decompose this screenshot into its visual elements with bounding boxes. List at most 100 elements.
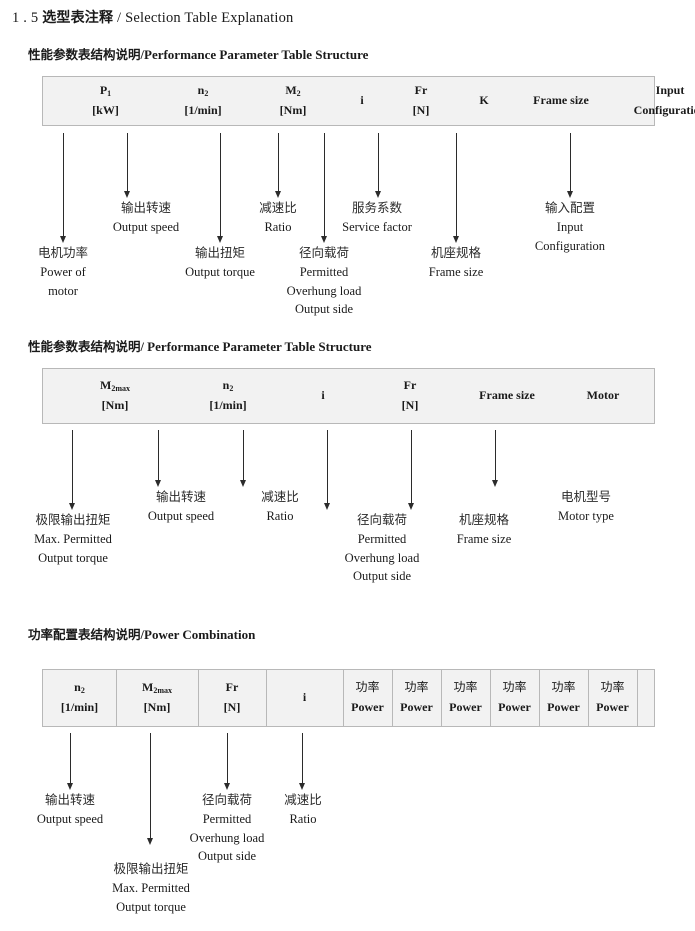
annotation-max-permitted-output-torque-1: 极限输出扭矩 Max. Permitted Output torque [34,511,112,567]
table-2-cell-m2max: M2max [Nm] [57,369,173,423]
table-3-cell-power-3: 功率 Power [441,670,490,726]
annotation-power-of-motor-en-2: motor [48,283,78,298]
arrow-to-max-permitted-output-torque-2 [146,733,155,845]
annotation-overhung-load-2-en-3: Output side [353,569,411,584]
arrow-to-permitted-overhung-load-3 [223,733,232,790]
section-2-heading-cn: 性能参数表结构说明 [28,339,141,354]
table-3-cell-m2max: M2max [Nm] [116,670,198,726]
table-2-cell-m2max-unit: [Nm] [101,398,129,412]
table-3-cell-i: i [266,670,343,726]
section-1-heading-separator: / [140,48,144,62]
annotation-output-speed-3: 输出转速 Output speed [37,791,103,829]
annotation-ratio-1-cn: 减速比 [259,200,297,215]
table-3-cell-power-5: 功率 Power [539,670,588,726]
arrow-to-frame-size-2 [407,430,416,510]
annotation-max-permitted-output-torque-2-en-2: Output torque [116,899,186,914]
annotation-input-configuration: 输入配置 Input Configuration [535,199,605,255]
annotation-frame-size-1-cn: 机座规格 [430,245,481,260]
annotation-output-speed-3-cn: 输出转速 [44,792,95,807]
table-1-cell-input-configuration-line2: Configuration [633,103,695,117]
table-3-divider-5 [392,670,393,726]
table-3-divider-7 [490,670,491,726]
annotation-max-permitted-output-torque-2-cn: 极限输出扭矩 [113,861,189,876]
annotation-max-permitted-output-torque-1-en-1: Max. Permitted [34,531,112,546]
arrow-to-ratio-2 [239,430,248,487]
annotation-input-configuration-en-1: Input [556,219,584,234]
arrow-to-output-speed-2 [154,430,163,487]
table-3-cell-power-5-en: Power [547,700,580,714]
table-3-cell-power-1: 功率 Power [343,670,392,726]
annotation-ratio-1: 减速比 Ratio [259,199,297,237]
table-1-cell-i: i [338,77,386,125]
page-title-number: 1 . 5 [12,10,39,26]
section-3-heading-cn: 功率配置表结构说明 [28,627,141,642]
annotation-max-permitted-output-torque-2-en-1: Max. Permitted [112,880,190,895]
annotation-overhung-load-2-en-1: Permitted [357,531,407,546]
arrow-to-power-of-motor [59,133,68,243]
annotation-overhung-load-1-en-1: Permitted [299,264,349,279]
annotation-overhung-load-2-cn: 径向载荷 [356,512,408,527]
table-1-cell-m2-sub: 2 [296,89,301,99]
arrow-to-output-torque [216,133,225,243]
table-3-cell-fr: Fr [N] [198,670,266,726]
annotation-output-speed-3-en: Output speed [36,811,104,826]
section-1-heading-cn: 性能参数表结构说明 [28,47,141,62]
table-2-cell-fr: Fr [N] [363,369,457,423]
annotation-overhung-load-2: 径向载荷 Permitted Overhung load Output side [345,511,420,586]
table-2-cell-m2max-symbol: M [100,378,112,393]
arrow-to-ratio-3 [298,733,307,790]
section-1-heading: 性能参数表结构说明/Performance Parameter Table St… [28,44,368,63]
annotation-overhung-load-3-en-3: Output side [198,849,256,864]
table-3-cell-power-4-cn: 功率 [502,680,527,695]
table-1-cell-n2-unit: [1/min] [184,103,222,117]
table-2-cell-frame-size: Frame size [457,369,557,423]
section-2-heading: 性能参数表结构说明/ Performance Parameter Table S… [28,336,372,355]
table-1-cell-k: K [456,77,512,125]
power-combination-table: n2 [1/min] M2max [Nm] Fr [N] i 功率 Power … [42,669,655,727]
table-3-cell-power-3-en: Power [449,700,482,714]
table-3-cell-power-6-en: Power [596,700,629,714]
annotation-input-configuration-en-2: Configuration [534,238,606,253]
annotation-output-speed-2-cn: 输出转速 [155,489,206,504]
annotation-output-speed-1: 输出转速 Output speed [113,199,179,237]
table-1-cell-frame-size: Frame size [512,77,610,125]
table-2-cell-n2-sub: 2 [229,384,234,394]
table-1-cell-m2: M2 [Nm] [248,77,338,125]
annotation-ratio-3: 减速比 Ratio [284,791,322,829]
table-1-cell-n2-symbol: n [197,83,205,98]
annotation-overhung-load-3-en-1: Permitted [202,811,252,826]
section-2-heading-separator: / [140,340,144,354]
table-1-cell-input-configuration: Input Configuration [610,77,695,125]
arrow-to-service-factor [374,133,383,198]
annotation-motor-type-en: Motor type [558,508,614,523]
page-title: 1 . 5 选型表注释 / Selection Table Explanatio… [12,7,294,27]
table-2-cell-frame-size-symbol: Frame size [479,388,535,403]
annotation-power-of-motor-cn: 电机功率 [37,245,89,260]
table-1-cell-p1: P1 [kW] [53,77,158,125]
table-3-cell-n2-sub: 2 [80,686,85,696]
annotation-max-permitted-output-torque-1-cn: 极限输出扭矩 [35,512,111,527]
table-1-cell-frame-size-symbol: Frame size [533,93,589,108]
annotation-overhung-load-1-cn: 径向载荷 [298,245,350,260]
table-1-cell-n2-sub: 2 [204,89,209,99]
annotation-overhung-load-1: 径向载荷 Permitted Overhung load Output side [287,244,362,319]
table-3-cell-power-6: 功率 Power [588,670,637,726]
section-3-heading: 功率配置表结构说明/Power Combination [28,624,255,643]
annotation-ratio-2-en: Ratio [266,508,294,523]
page-title-cn: 选型表注释 [42,10,114,26]
table-3-cell-power-1-cn: 功率 [355,680,380,695]
page-title-separator: / [117,10,122,26]
annotation-overhung-load-1-en-3: Output side [295,302,353,317]
table-3-cell-m2max-unit: [Nm] [143,700,171,714]
table-3-cell-m2max-symbol: M [142,680,154,695]
table-1-cell-m2-unit: [Nm] [279,103,307,117]
table-2-cell-motor: Motor [557,369,649,423]
section-1-heading-en: Performance Parameter Table Structure [144,47,369,62]
table-2-cell-fr-unit: [N] [401,398,419,412]
arrow-to-permitted-overhung-load [320,133,329,243]
table-2-cell-m2max-sub: 2max [111,384,130,394]
annotation-motor-type-cn: 电机型号 [560,489,611,504]
annotation-output-torque-en: Output torque [185,264,255,279]
annotation-ratio-2-cn: 减速比 [261,489,299,504]
table-3-cell-power-2: 功率 Power [392,670,441,726]
